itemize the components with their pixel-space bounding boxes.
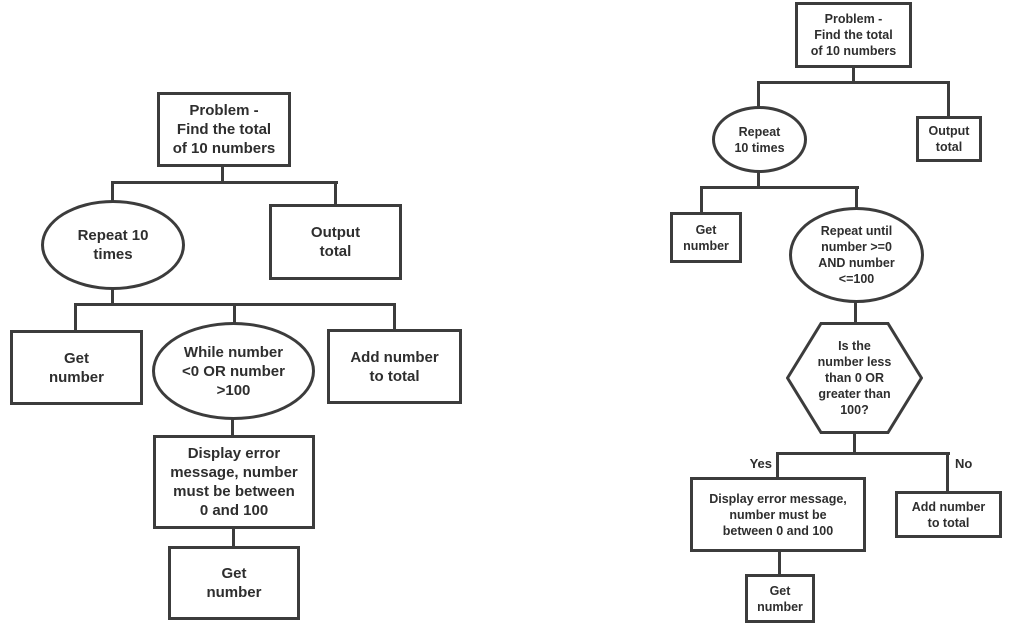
right-output-total-box: Output total <box>916 116 982 162</box>
connector-line <box>233 303 236 324</box>
right-repeat-until-ellipse: Repeat until number >=0 AND number <=100 <box>789 207 924 303</box>
yes-branch-label: Yes <box>749 456 772 471</box>
right-get-number-top-box: Get number <box>670 212 742 263</box>
connector-line <box>757 81 760 107</box>
connector-line <box>947 81 950 117</box>
connector-line <box>74 303 77 331</box>
connector-line <box>757 172 760 189</box>
left-while-condition-ellipse: While number <0 OR number >100 <box>152 322 315 420</box>
connector-line <box>776 452 779 478</box>
connector-line <box>852 68 855 83</box>
left-add-number-box: Add number to total <box>327 329 462 404</box>
right-decision-label: Is the number less than 0 OR greater tha… <box>817 339 892 417</box>
connector-line <box>946 452 949 492</box>
connector-line <box>757 81 950 84</box>
connector-line <box>111 181 338 184</box>
connector-line <box>776 452 950 455</box>
right-get-number-bottom-box: Get number <box>745 574 815 623</box>
left-get-number-top-box: Get number <box>10 330 143 405</box>
right-problem-box: Problem - Find the total of 10 numbers <box>795 2 912 68</box>
no-branch-label: No <box>955 456 973 471</box>
hexagon-shape <box>786 322 923 434</box>
left-display-error-box: Display error message, number must be be… <box>153 435 315 529</box>
right-repeat-ellipse: Repeat 10 times <box>712 106 807 173</box>
left-output-total-box: Output total <box>269 204 402 280</box>
connector-line <box>334 181 337 205</box>
connector-line <box>111 288 114 306</box>
connector-line <box>231 418 234 436</box>
connector-line <box>700 186 859 189</box>
left-problem-box: Problem - Find the total of 10 numbers <box>157 92 291 167</box>
connector-line <box>232 528 235 547</box>
left-repeat-ellipse: Repeat 10 times <box>41 200 185 290</box>
connector-line <box>855 186 858 208</box>
connector-line <box>221 167 224 183</box>
right-add-number-box: Add number to total <box>895 491 1002 538</box>
right-decision-hexagon: Is the number less than 0 OR greater tha… <box>786 322 923 434</box>
connector-line <box>111 181 114 201</box>
connector-line <box>700 186 703 213</box>
left-get-number-bottom-box: Get number <box>168 546 300 620</box>
connector-line <box>853 432 856 455</box>
right-display-error-box: Display error message, number must be be… <box>690 477 866 552</box>
connector-line <box>778 550 781 575</box>
connector-line <box>393 303 396 330</box>
connector-line <box>854 301 857 323</box>
